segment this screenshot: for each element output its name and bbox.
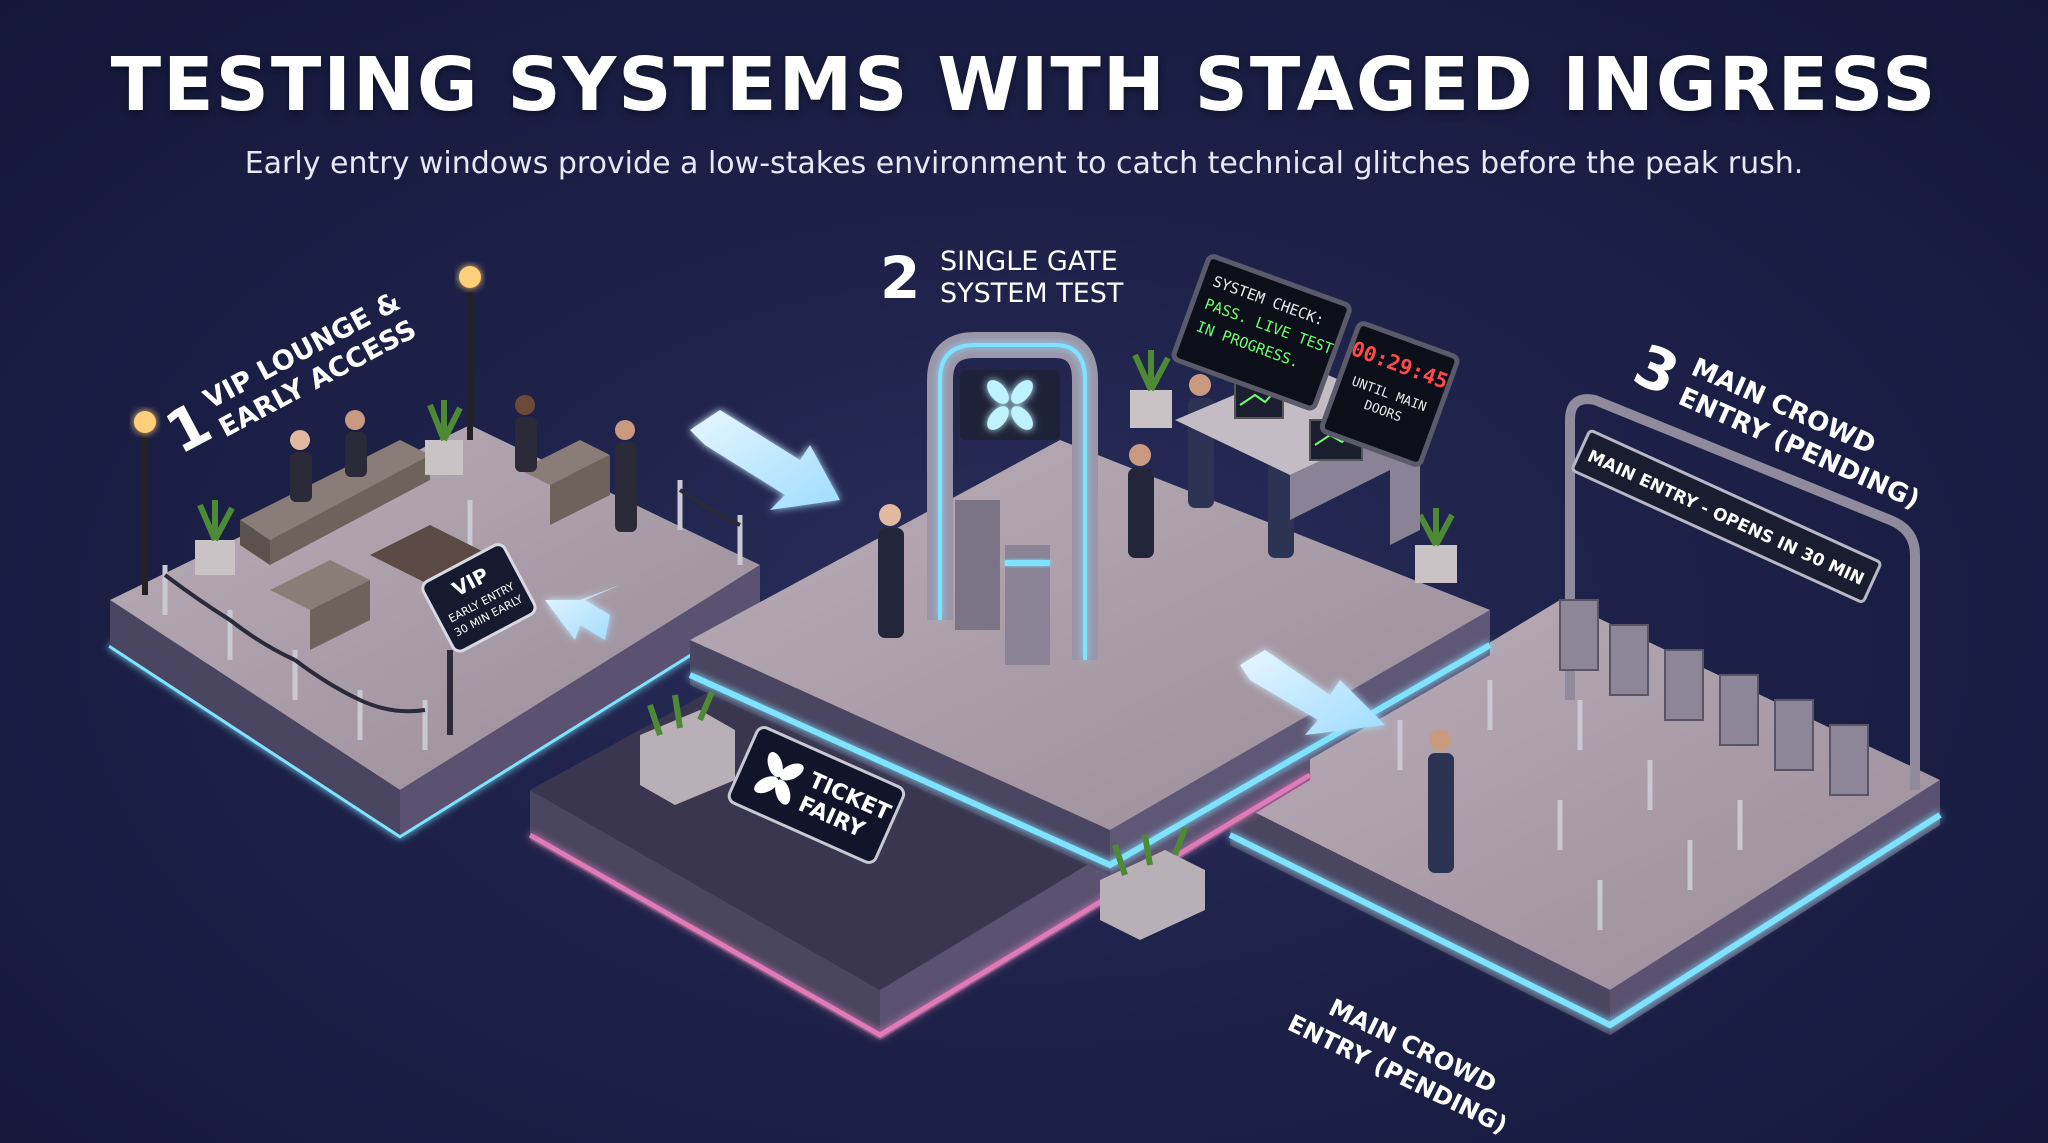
lounge-chair bbox=[270, 560, 370, 650]
vip-sign: VIP EARLY ENTRY 30 MIN EARLY bbox=[421, 543, 537, 735]
arrow-icon bbox=[690, 410, 840, 510]
arrow-icon bbox=[1240, 650, 1385, 735]
stage-label-2: 2 SINGLE GATE SYSTEM TEST bbox=[880, 244, 1124, 312]
stage-2-line2: SYSTEM TEST bbox=[940, 278, 1124, 309]
lamp-post bbox=[459, 266, 481, 440]
planter-box bbox=[1100, 826, 1205, 940]
stage-label-1: 1 VIP LOUNGE & EARLY ACCESS bbox=[155, 286, 422, 467]
planter-box bbox=[640, 690, 735, 805]
arrow-icon bbox=[545, 585, 620, 640]
ticket-fairy-logo-icon bbox=[754, 751, 804, 805]
countdown-monitor: 00:29:45 UNTIL MAIN DOORS bbox=[1319, 321, 1460, 467]
vip-guests bbox=[290, 395, 637, 532]
lounge-sofa bbox=[240, 440, 430, 565]
planter bbox=[1415, 508, 1457, 583]
lounge-armchair bbox=[520, 440, 610, 525]
stage-2-number: 2 bbox=[880, 244, 920, 312]
planter bbox=[425, 400, 463, 475]
scanner-gate bbox=[927, 332, 1098, 665]
status-monitor: SYSTEM CHECK: PASS. LIVE TEST IN PROGRES… bbox=[1171, 254, 1352, 411]
stage-2-line1: SINGLE GATE bbox=[940, 246, 1118, 277]
planter bbox=[1130, 350, 1172, 428]
page-title: TESTING SYSTEMS WITH STAGED INGRESS bbox=[110, 42, 1938, 128]
queue-stanchions bbox=[1397, 680, 1743, 930]
bottom-label: MAIN CROWD ENTRY (PENDING) bbox=[1283, 993, 1511, 1139]
lamp-post bbox=[134, 411, 156, 595]
vip-ropes bbox=[163, 488, 741, 714]
ticket-fairy-logo-icon bbox=[987, 380, 1033, 430]
turnstile-row bbox=[1559, 599, 1869, 796]
planter bbox=[195, 500, 235, 575]
page-subtitle: Early entry windows provide a low-stakes… bbox=[244, 146, 1804, 181]
ticket-fairy-sign: TICKET FAIRY bbox=[727, 726, 906, 864]
